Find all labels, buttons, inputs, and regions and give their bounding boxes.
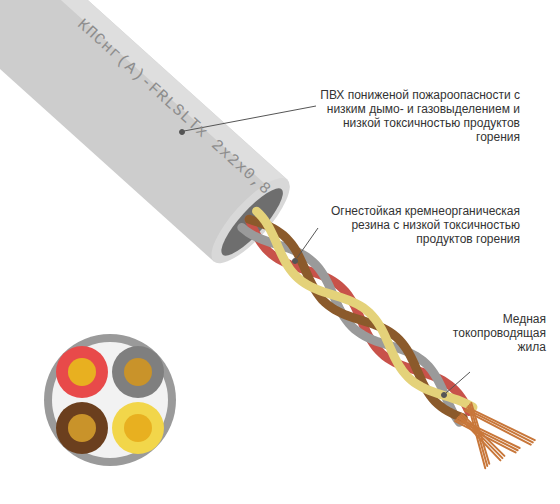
cable-marking: КПСнг(А)-FRLSLTx 2х2х0,8 (73, 15, 274, 199)
callout-text: Медная токопроводящая жила (446, 312, 546, 354)
cable-marking-holder: КПСнг(А)-FRLSLTx 2х2х0,8 (38, 40, 239, 224)
copper-strand (445, 406, 509, 468)
cross-section (44, 334, 176, 466)
copper-strand (447, 405, 510, 466)
callout-text: ПВХ пониженой пожароопасности с низким д… (305, 88, 520, 144)
callout-text: Огнестойкая кремнеорганическая резина с … (320, 204, 520, 246)
copper-strand (449, 403, 511, 464)
copper-strand (458, 404, 520, 462)
